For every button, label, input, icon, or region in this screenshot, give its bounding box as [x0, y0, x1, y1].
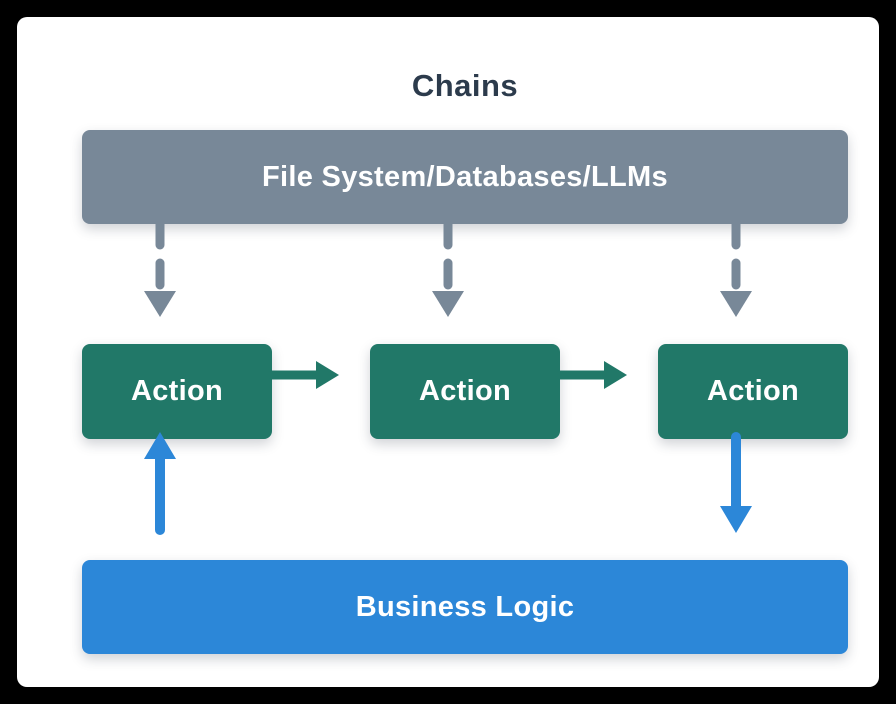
chains-diagram-card: Chains File System/Databases/LLMs Action…: [17, 17, 879, 687]
node-action-3-label: Action: [706, 375, 799, 407]
node-infrastructure: File System/Databases/LLMs: [82, 130, 848, 224]
node-business-logic-label: Business Logic: [355, 590, 575, 623]
node-action-1-label: Action: [130, 375, 223, 407]
node-business-logic: Business Logic: [82, 560, 848, 654]
diagram-title: Chains: [411, 68, 519, 103]
node-action-2: Action: [370, 344, 560, 439]
node-action-2-label: Action: [418, 375, 511, 407]
node-action-3: Action: [658, 344, 848, 439]
node-infrastructure-label: File System/Databases/LLMs: [262, 160, 668, 193]
node-action-1: Action: [82, 344, 272, 439]
